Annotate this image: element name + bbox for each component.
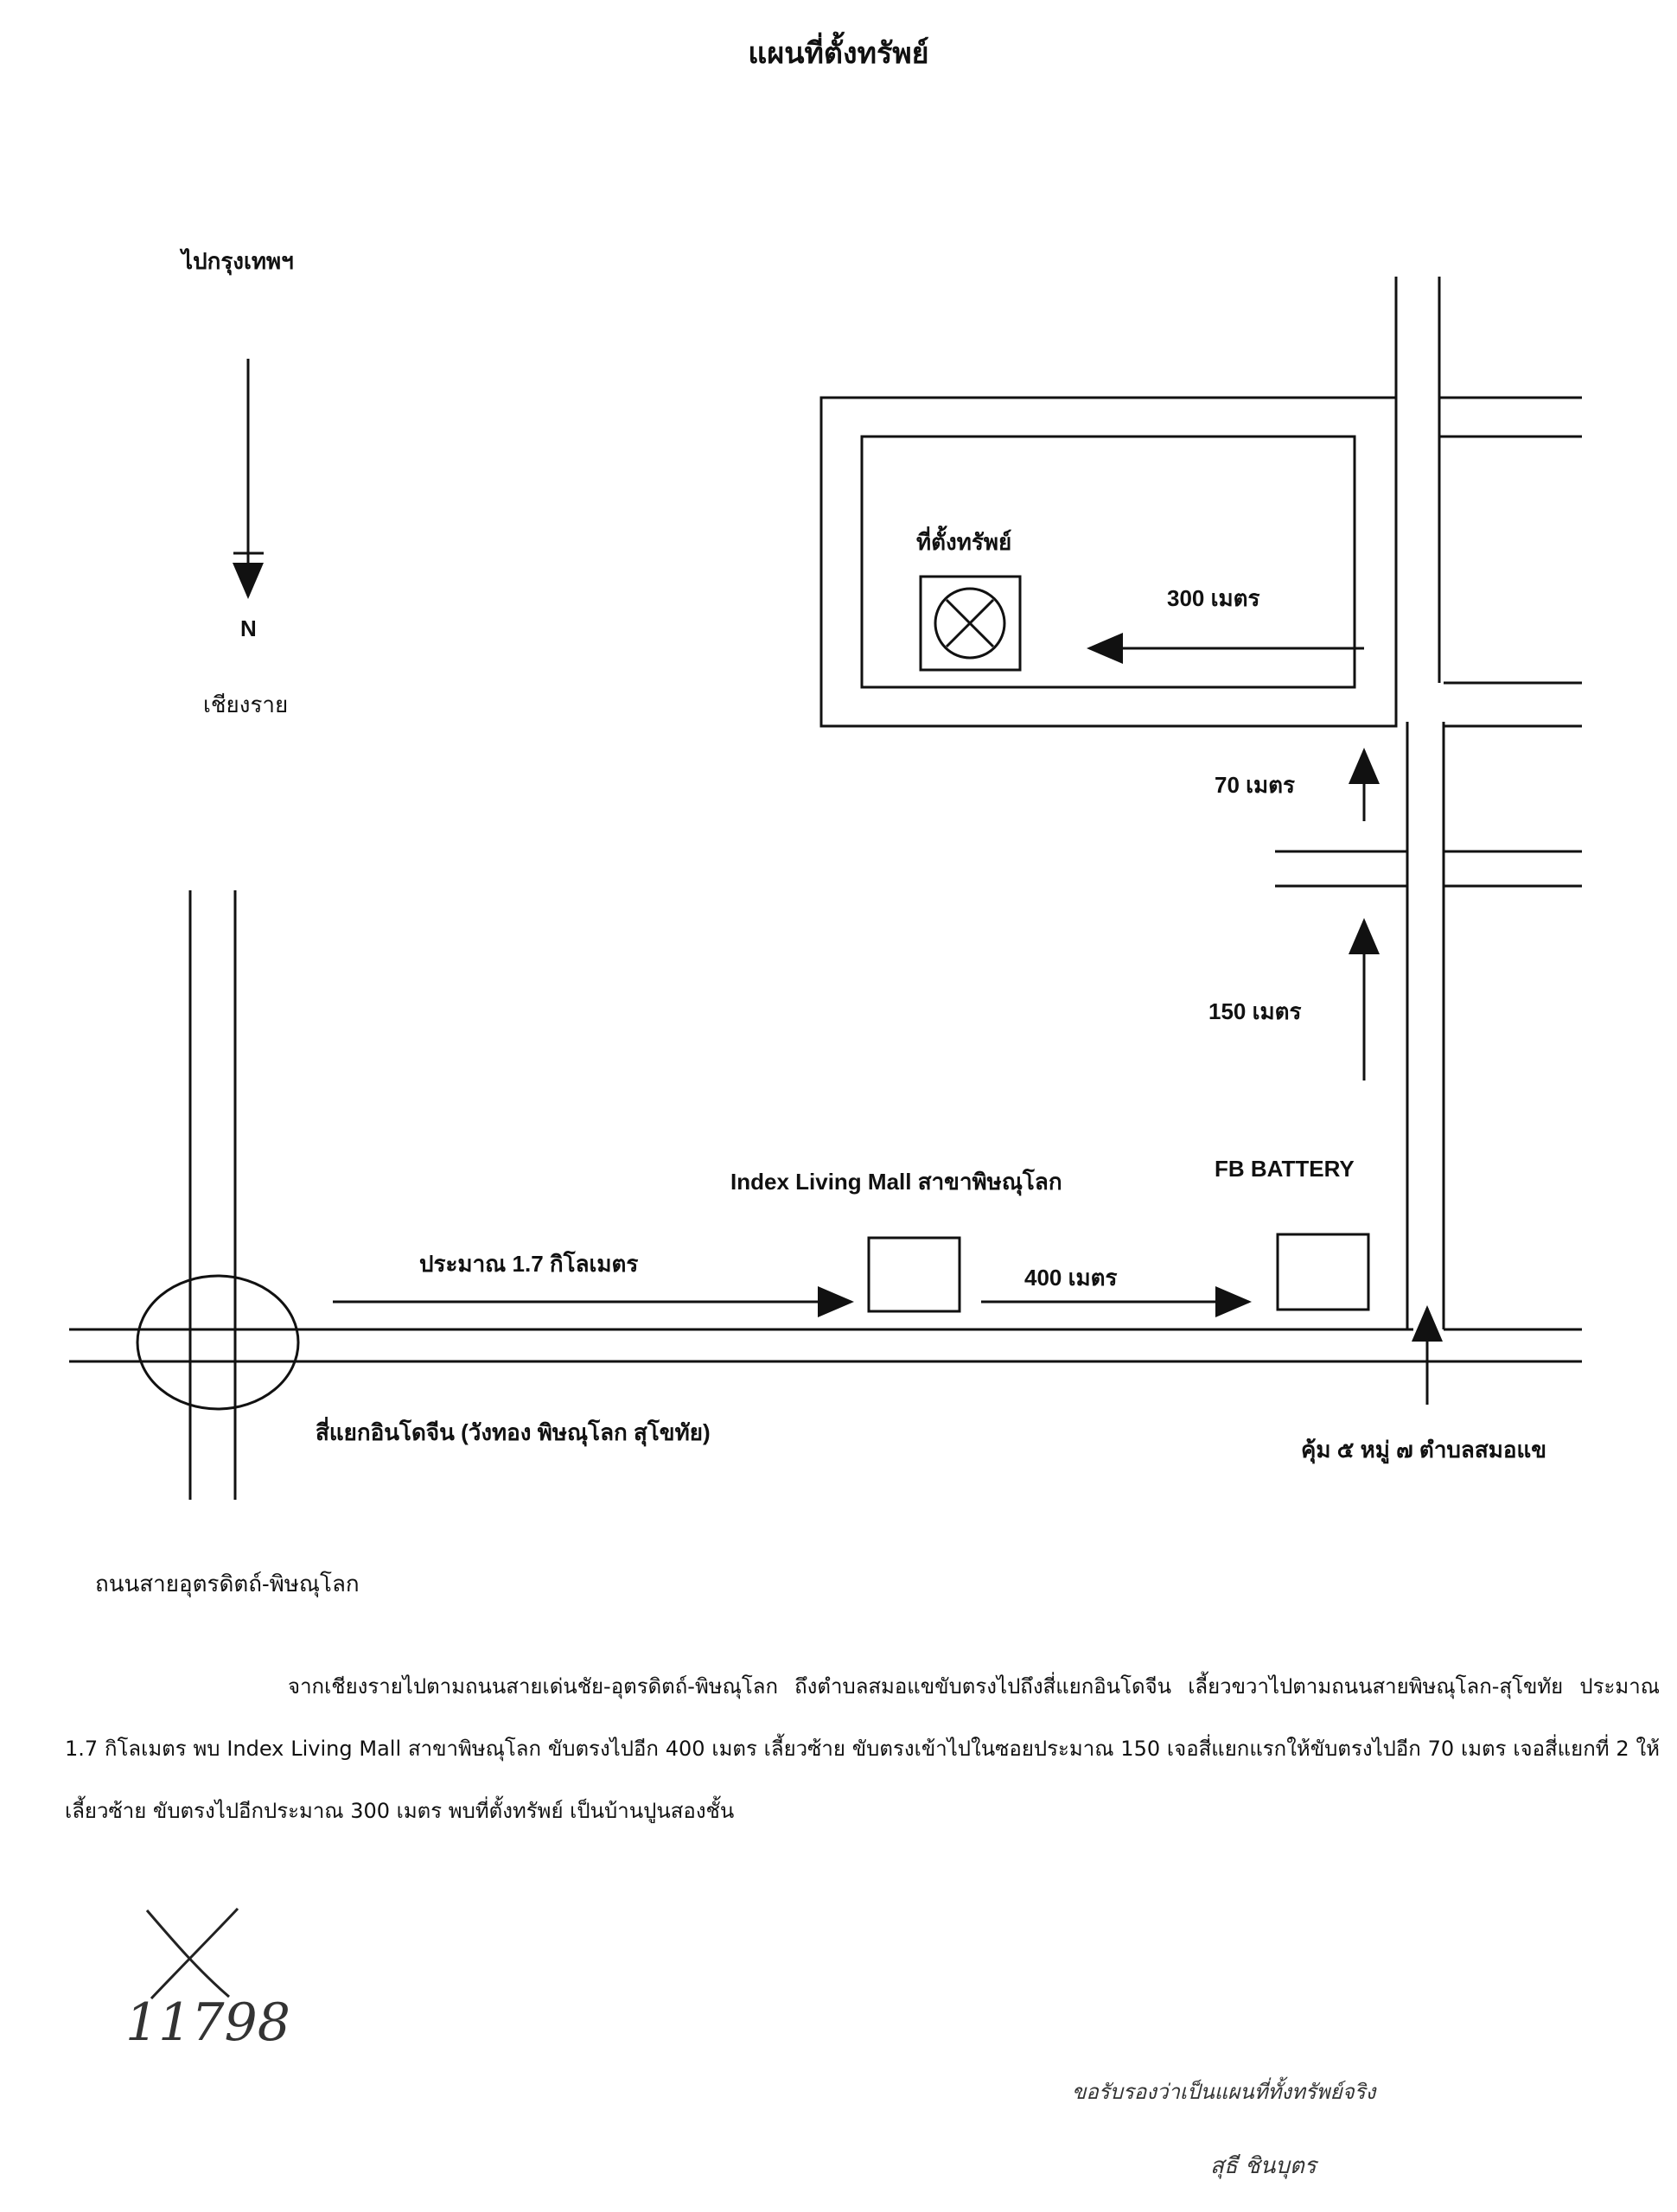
- fb-battery-building: [1276, 1233, 1370, 1311]
- index-mall-label: Index Living Mall สาขาพิษณุโลก: [730, 1169, 1062, 1195]
- property-marker: [919, 575, 1022, 672]
- north-label: N: [240, 615, 257, 641]
- fb-battery-label: FB BATTERY: [1215, 1156, 1355, 1182]
- handwritten-number: 11798: [125, 1992, 290, 2053]
- indochina-intersection: [136, 1274, 300, 1411]
- road-name-label: ถนนสายอุตรดิตถ์-พิษณุโลก: [95, 1571, 360, 1597]
- property-label: ที่ตั้งทรัพย์: [916, 529, 1012, 555]
- distance-70m-label: 70 เมตร: [1215, 772, 1296, 798]
- index-mall-building: [867, 1236, 961, 1313]
- intersection-label: สี่แยกอินโดจีน (วังทอง พิษณุโลก สุโขทัย): [316, 1419, 711, 1445]
- handwritten-x-mark: [145, 1907, 239, 2000]
- to-bangkok-label: ไปกรุงเทพฯ: [182, 248, 294, 274]
- property-block-outer: [819, 396, 1398, 728]
- to-chiangrai-label: เชียงราย: [203, 692, 289, 717]
- handwritten-signature: สุธี ชินบุตร: [1210, 2153, 1317, 2179]
- handwritten-certification: ขอรับรองว่าเป็นแผนที่ทั้งทรัพย์จริง: [1072, 2080, 1376, 2104]
- distance-1-7km-label: ประมาณ 1.7 กิโลเมตร: [419, 1251, 639, 1277]
- distance-400m-label: 400 เมตร: [1024, 1265, 1118, 1291]
- distance-150m-label: 150 เมตร: [1208, 998, 1302, 1024]
- soi-location-label: คุ้ม ๕ หมู่ ๗ ตำบลสมอแข: [1301, 1437, 1547, 1463]
- map-title: แผนที่ตั้งทรัพย์: [748, 36, 929, 71]
- property-block-inner: [860, 435, 1356, 689]
- distance-300m-label: 300 เมตร: [1167, 585, 1260, 611]
- directions-text: จากเชียงรายไปตามถนนสายเด่นชัย-อุตรดิตถ์-…: [65, 1674, 1660, 1823]
- location-map: [69, 277, 1582, 1500]
- directions-paragraph: จากเชียงรายไปตามถนนสายเด่นชัย-อุตรดิตถ์-…: [65, 1655, 1660, 1842]
